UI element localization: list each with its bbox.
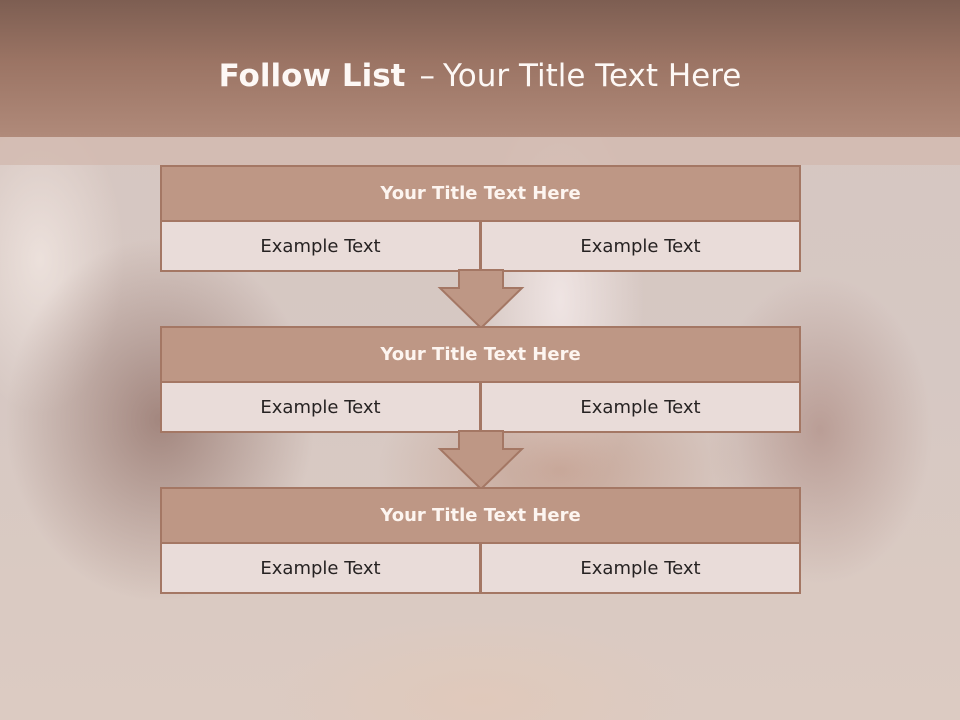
slide-title-rest: Your Title Text Here (442, 58, 742, 94)
step-cell-left: Example Text (160, 383, 481, 433)
step-title: Your Title Text Here (160, 326, 801, 383)
slide-title-separator: – (419, 58, 435, 94)
step-cell-left: Example Text (160, 222, 481, 272)
down-arrow-icon (437, 430, 525, 491)
slide-title-bold: Follow List (218, 58, 406, 94)
step-cell-right: Example Text (480, 383, 801, 433)
header-band (0, 0, 960, 137)
down-arrow-icon (437, 269, 525, 330)
slide-title: Follow List–Your Title Text Here (0, 52, 960, 100)
step-cell-right: Example Text (480, 544, 801, 594)
header-strip (0, 137, 960, 165)
step-title: Your Title Text Here (160, 487, 801, 544)
step-cell-left: Example Text (160, 544, 481, 594)
step-title: Your Title Text Here (160, 165, 801, 222)
step-cell-right: Example Text (480, 222, 801, 272)
